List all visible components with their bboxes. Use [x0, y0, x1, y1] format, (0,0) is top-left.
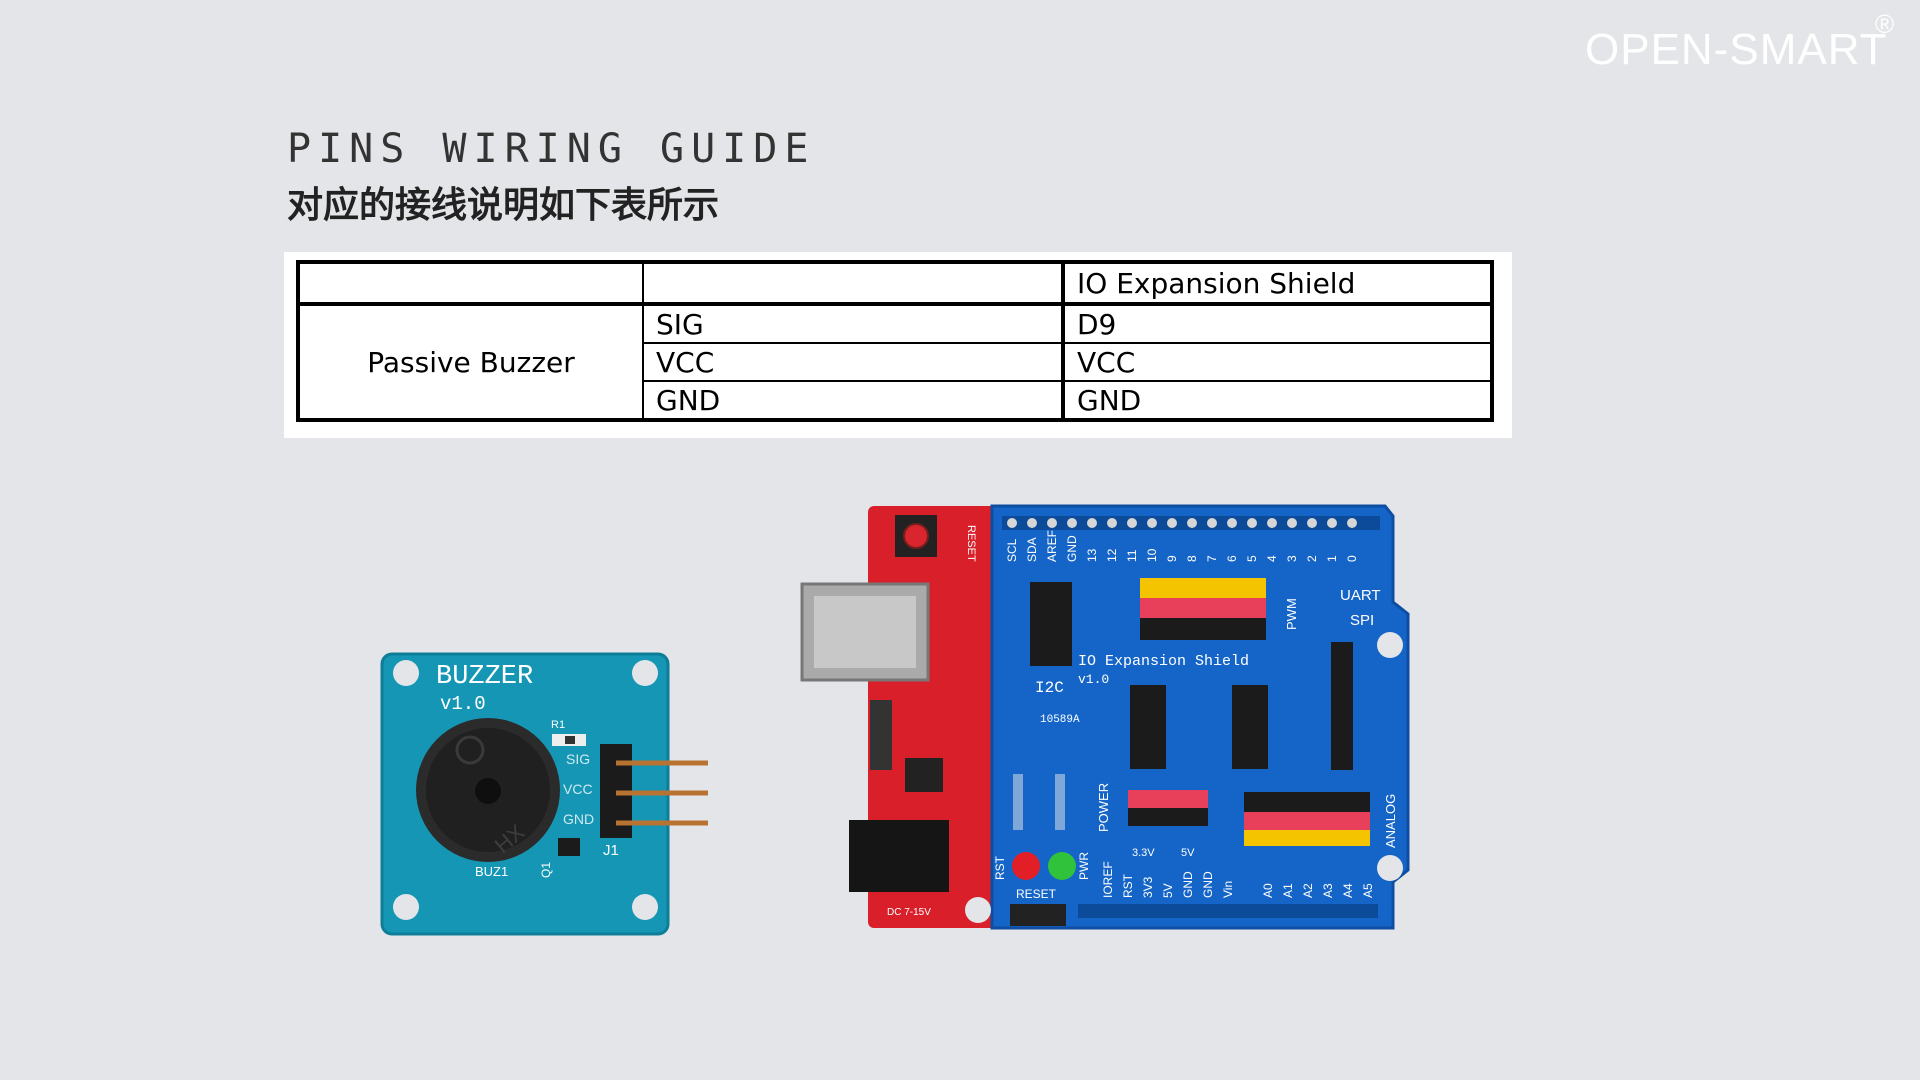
i2c-header: [1030, 582, 1072, 666]
hardware-photo: BUZZER v1.0 HX R1 SIG VCC GND J1 Q1 BUZ1…: [380, 504, 1410, 936]
shield-board-image: RESET DC 7-15V SCL SDA AREF GND 13 12 11: [800, 504, 1410, 930]
buzzer-module-image: BUZZER v1.0 HX R1 SIG VCC GND J1 Q1 BUZ1: [380, 652, 708, 936]
table-header-row: IO Expansion Shield: [297, 261, 1493, 306]
component-cell: Passive Buzzer: [297, 303, 644, 421]
pin-cell: GND: [642, 380, 1065, 421]
top-pin-label: 0: [1345, 555, 1359, 562]
analog-label: ANALOG: [1383, 794, 1398, 848]
top-pin-label: SDA: [1025, 537, 1039, 562]
top-pin-label: 2: [1305, 555, 1319, 562]
reset-label: RESET: [1016, 887, 1057, 901]
brand-name: OPEN-SMART: [1585, 25, 1888, 74]
rst-led-icon: [1012, 852, 1040, 880]
page-subtitle: 对应的接线说明如下表所示: [287, 185, 720, 226]
top-pin-label: SCL: [1005, 538, 1019, 562]
bottom-pin-label: A1: [1281, 883, 1295, 898]
top-pin-label: 10: [1145, 548, 1159, 562]
wiring-table: IO Expansion Shield Passive Buzzer SIG D…: [296, 260, 1494, 422]
r1-label: R1: [551, 719, 565, 731]
top-pin-label: 11: [1125, 549, 1139, 562]
table-row: GND GND: [298, 380, 1493, 421]
pwr-label: PWR: [1077, 852, 1091, 880]
top-pin-label: 12: [1105, 548, 1119, 562]
table-header-cell: [297, 261, 644, 306]
top-pin-label: 3: [1285, 555, 1299, 562]
shield-cell: GND: [1062, 380, 1493, 421]
top-pin-label: 6: [1225, 555, 1239, 562]
top-pin-label: 1: [1325, 555, 1339, 562]
bottom-pin-label: GND: [1181, 871, 1195, 898]
pin-cell: VCC: [642, 342, 1065, 382]
brand-logo: OPEN-SMART ®: [1585, 9, 1894, 75]
dc-label: DC 7-15V: [887, 907, 931, 918]
bottom-pin-label: Vin: [1221, 881, 1235, 898]
shield-cell: D9: [1062, 303, 1493, 344]
i2c-label: I2C: [1035, 679, 1064, 697]
bottom-pin-label: A3: [1321, 883, 1335, 898]
buz1-label: BUZ1: [475, 864, 508, 879]
j1-label: J1: [603, 842, 619, 859]
v33-label: 3.3V: [1132, 847, 1155, 859]
top-pin-label: 13: [1085, 548, 1099, 562]
bottom-pin-label: A0: [1261, 883, 1275, 898]
power-label: POWER: [1096, 783, 1111, 832]
q1-label: Q1: [539, 862, 553, 878]
shield-cell: VCC: [1062, 342, 1493, 382]
bottom-pin-label: A4: [1341, 883, 1355, 898]
table-row: Passive Buzzer SIG D9: [297, 303, 1493, 421]
top-pin-label: 8: [1185, 555, 1199, 562]
pwr-led-icon: [1048, 852, 1076, 880]
shield-version-label: v1.0: [1078, 672, 1109, 687]
bottom-pin-label: GND: [1201, 871, 1215, 898]
rst-label: RST: [993, 855, 1007, 880]
uart-label: UART: [1340, 587, 1381, 604]
analog-header: [1244, 830, 1370, 846]
page-title: PINS WIRING GUIDE: [287, 126, 816, 172]
table-header-cell: IO Expansion Shield: [1062, 261, 1493, 306]
shield-name-label: IO Expansion Shield: [1078, 653, 1249, 670]
top-pin-label: 9: [1165, 555, 1179, 562]
power-header: [1128, 808, 1208, 826]
pwm-header: [1140, 618, 1266, 640]
bottom-pin-label: RST: [1121, 873, 1135, 898]
pin-label-gnd: GND: [563, 811, 594, 827]
bottom-pin-label: 3V3: [1141, 876, 1155, 898]
bottom-pin-label: A2: [1301, 883, 1315, 898]
top-pin-label: GND: [1065, 535, 1079, 562]
pin-label-sig: SIG: [566, 751, 590, 767]
pin-label-vcc: VCC: [563, 781, 593, 797]
spi-label: SPI: [1350, 612, 1374, 629]
shield-code-label: 10589A: [1040, 714, 1080, 726]
dc-jack-icon: [849, 820, 949, 892]
buzzer-version-label: v1.0: [440, 693, 486, 715]
top-pin-label: AREF: [1045, 530, 1059, 562]
table-row: VCC VCC: [298, 342, 1493, 382]
top-pin-label: 7: [1205, 555, 1219, 562]
reset-button-icon: [1010, 904, 1066, 926]
wiring-table-panel: IO Expansion Shield Passive Buzzer SIG D…: [284, 252, 1512, 438]
pin-cell: SIG: [642, 303, 1065, 344]
bottom-pin-label: IOREF: [1101, 861, 1115, 898]
bottom-pin-label: 5V: [1161, 883, 1175, 898]
buzzer-name-label: BUZZER: [436, 662, 533, 692]
top-pin-label: 4: [1265, 555, 1279, 562]
registered-mark: ®: [1875, 9, 1896, 39]
pwm-label: PWM: [1284, 598, 1299, 630]
v5-label: 5V: [1181, 847, 1195, 859]
top-pin-label: 5: [1245, 555, 1259, 562]
bottom-pin-label: A5: [1361, 883, 1375, 898]
table-header-cell: [642, 261, 1065, 306]
reset-label-red: RESET: [965, 525, 977, 562]
